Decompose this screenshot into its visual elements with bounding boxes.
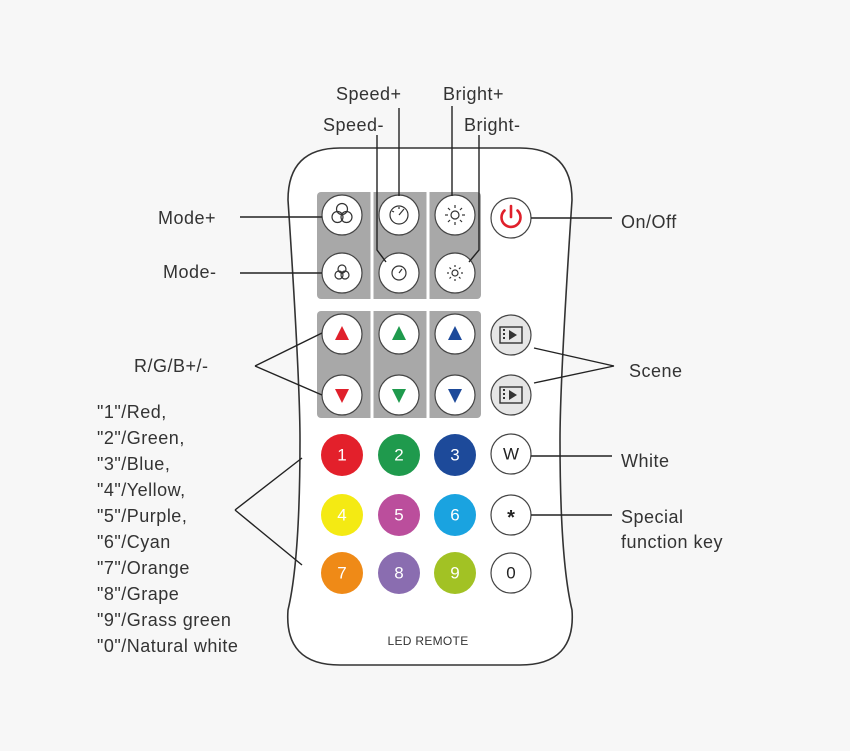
bright-minus-button[interactable] (434, 252, 476, 294)
zero-button[interactable]: 0 (490, 552, 532, 594)
triangle-up-icon (335, 326, 349, 340)
mode-plus-button[interactable] (321, 194, 363, 236)
speed-minus-button[interactable] (378, 252, 420, 294)
rgb-circles-icon (331, 202, 353, 224)
color-key-circle (378, 434, 420, 476)
speed-plus-button[interactable] (378, 194, 420, 236)
color-key-label: 6 (450, 506, 459, 525)
color-key-2[interactable]: 2 (378, 434, 420, 476)
color-key-8[interactable]: 8 (378, 552, 420, 594)
speedometer-icon (389, 205, 409, 225)
white-button[interactable]: W (490, 433, 532, 475)
speedometer-icon (391, 265, 407, 281)
color-key-circle (321, 434, 363, 476)
color-key-circle (434, 552, 476, 594)
scene-label: Scene (629, 361, 683, 381)
power-button[interactable] (490, 197, 532, 239)
legend-line: "6"/Cyan (97, 532, 171, 552)
mode-minus-button[interactable] (321, 252, 363, 294)
legend-line: "4"/Yellow, (97, 480, 186, 500)
rgb-label: R/G/B+/- (134, 356, 209, 376)
power-icon (500, 204, 522, 229)
color-key-9[interactable]: 9 (434, 552, 476, 594)
triangle-down-icon (448, 389, 462, 403)
bright-minus-label: Bright- (464, 115, 521, 135)
legend-line: "7"/Orange (97, 558, 190, 578)
legend-line: "8"/Grape (97, 584, 179, 604)
callout-lines (234, 106, 615, 566)
special-label-line-1: Special (621, 507, 684, 527)
green-down-button[interactable] (378, 374, 420, 416)
sun-icon (445, 205, 465, 225)
legend-line: "3"/Blue, (97, 454, 170, 474)
color-key-7[interactable]: 7 (321, 552, 363, 594)
bright-plus-label: Bright+ (443, 84, 504, 104)
sun-icon (447, 265, 463, 281)
color-key-label: 2 (394, 446, 403, 465)
white-key-label: W (503, 445, 519, 464)
color-key-label: 1 (337, 446, 346, 465)
green-up-button[interactable] (378, 313, 420, 355)
mode-plus-label: Mode+ (158, 208, 216, 228)
color-key-circle (434, 494, 476, 536)
special-key-label: * (507, 507, 515, 529)
color-key-circle (378, 494, 420, 536)
special-label-line-2: function key (621, 532, 723, 552)
special-function-button[interactable]: * (490, 494, 532, 536)
legend-line: "2"/Green, (97, 428, 185, 448)
triangle-up-icon (392, 326, 406, 340)
on-off-label: On/Off (621, 212, 677, 232)
color-key-label: 4 (337, 506, 346, 525)
red-up-button[interactable] (321, 313, 363, 355)
color-key-circle (321, 494, 363, 536)
legend-line: "0"/Natural white (97, 636, 238, 656)
color-key-circle (434, 434, 476, 476)
white-label: White (621, 451, 670, 471)
color-key-label: 5 (394, 506, 403, 525)
color-key-label: 9 (450, 564, 459, 583)
color-key-3[interactable]: 3 (434, 434, 476, 476)
scene-2-button[interactable] (490, 374, 532, 416)
blue-up-button[interactable] (434, 313, 476, 355)
mode-minus-label: Mode- (163, 262, 217, 282)
color-key-label: 8 (394, 564, 403, 583)
triangle-down-icon (335, 389, 349, 403)
color-key-label: 7 (337, 564, 346, 583)
color-key-label: 3 (450, 446, 459, 465)
rgb-circles-icon (334, 264, 350, 280)
color-key-6[interactable]: 6 (434, 494, 476, 536)
triangle-up-icon (448, 326, 462, 340)
legend-line: "1"/Red, (97, 402, 167, 422)
zero-key-label: 0 (506, 564, 515, 583)
red-down-button[interactable] (321, 374, 363, 416)
scene-1-button[interactable] (490, 314, 532, 356)
legend-line: "9"/Grass green (97, 610, 231, 630)
color-key-circle (378, 552, 420, 594)
speed-plus-label: Speed+ (336, 84, 402, 104)
triangle-down-icon (392, 389, 406, 403)
blue-down-button[interactable] (434, 374, 476, 416)
bright-plus-button[interactable] (434, 194, 476, 236)
speed-minus-label: Speed- (323, 115, 384, 135)
color-key-4[interactable]: 4 (321, 494, 363, 536)
brand-label: LED REMOTE (387, 634, 468, 648)
color-key-5[interactable]: 5 (378, 494, 420, 536)
color-key-circle (321, 552, 363, 594)
number-legend: "1"/Red, "2"/Green, "3"/Blue, "4"/Yellow, "5… (97, 402, 238, 656)
film-icon (499, 326, 523, 344)
legend-line: "5"/Purple, (97, 506, 187, 526)
color-key-1[interactable]: 1 (321, 434, 363, 476)
color-keys: 1 2 3 4 5 6 7 8 9 (321, 434, 476, 594)
film-icon (499, 386, 523, 404)
